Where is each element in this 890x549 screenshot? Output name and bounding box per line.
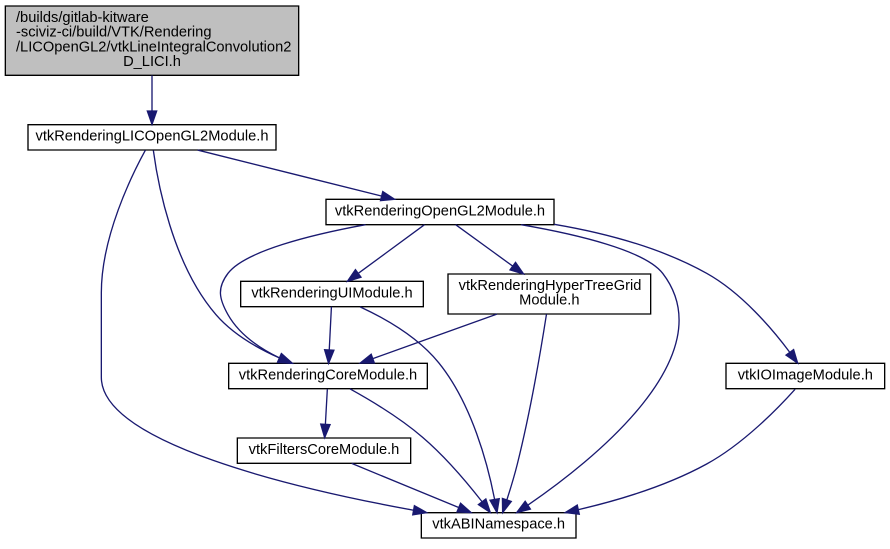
svg-text:vtkRenderingLICOpenGL2Module.h: vtkRenderingLICOpenGL2Module.h xyxy=(35,129,268,145)
svg-text:vtkRenderingHyperTreeGrid: vtkRenderingHyperTreeGrid xyxy=(459,278,642,294)
svg-text:D_LICI.h: D_LICI.h xyxy=(123,54,181,70)
svg-text:/builds/gitlab-kitware: /builds/gitlab-kitware xyxy=(16,10,149,26)
svg-text:Module.h: Module.h xyxy=(519,293,579,309)
svg-text:/LICOpenGL2/vtkLineIntegralCon: /LICOpenGL2/vtkLineIntegralConvolution2 xyxy=(16,39,291,55)
svg-text:-sciviz-ci/build/VTK/Rendering: -sciviz-ci/build/VTK/Rendering xyxy=(16,25,211,41)
svg-text:vtkABINamespace.h: vtkABINamespace.h xyxy=(432,517,565,533)
svg-text:vtkFiltersCoreModule.h: vtkFiltersCoreModule.h xyxy=(249,442,400,458)
svg-text:vtkRenderingUIModule.h: vtkRenderingUIModule.h xyxy=(251,285,412,301)
svg-text:vtkIOImageModule.h: vtkIOImageModule.h xyxy=(738,367,873,383)
svg-text:vtkRenderingCoreModule.h: vtkRenderingCoreModule.h xyxy=(239,367,417,383)
svg-text:vtkRenderingOpenGL2Module.h: vtkRenderingOpenGL2Module.h xyxy=(335,203,545,219)
